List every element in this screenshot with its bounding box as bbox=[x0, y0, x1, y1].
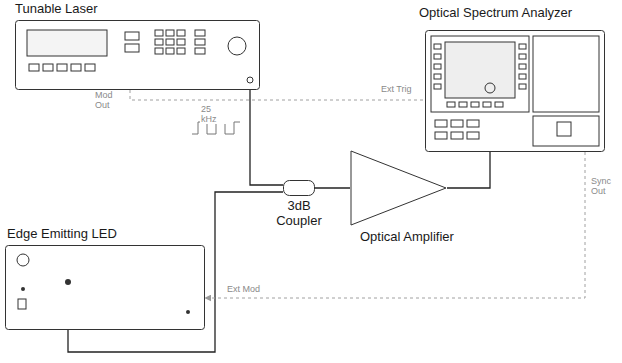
signal-label: 25 kHz bbox=[200, 104, 228, 124]
spectrum-analyzer-instrument: Optical Spectrum Analyzer bbox=[425, 30, 605, 152]
signal-label: Mod Out bbox=[94, 90, 126, 110]
signal-label: Sync Out bbox=[590, 176, 620, 196]
fiber-line bbox=[315, 187, 350, 188]
spectrum-analyzer-instrument bbox=[425, 30, 605, 152]
amplifier-triangle: Optical Amplifier bbox=[350, 150, 447, 226]
signal-label: Ext Mod bbox=[226, 284, 268, 294]
led-source-instrument: Edge Emitting LED bbox=[5, 245, 205, 330]
laser-instrument bbox=[15, 20, 260, 90]
node-title: Optical Spectrum Analyzer bbox=[419, 5, 572, 20]
node-title: Edge Emitting LED bbox=[7, 226, 117, 241]
coupler-box: 3dB Coupler bbox=[283, 180, 315, 196]
node-title: 3dB Coupler bbox=[271, 198, 327, 228]
signal-label: Ext Trig bbox=[380, 84, 422, 94]
fiber-line bbox=[447, 152, 490, 188]
node-title: Optical Amplifier bbox=[360, 229, 454, 244]
amplifier-triangle bbox=[350, 150, 447, 226]
led-source-instrument bbox=[5, 245, 205, 330]
node-title: Tunable Laser bbox=[15, 1, 98, 16]
coupler-body bbox=[283, 180, 315, 196]
fiber-line bbox=[250, 90, 283, 185]
laser-instrument: Tunable Laser bbox=[15, 20, 260, 90]
signal-line bbox=[205, 152, 585, 298]
